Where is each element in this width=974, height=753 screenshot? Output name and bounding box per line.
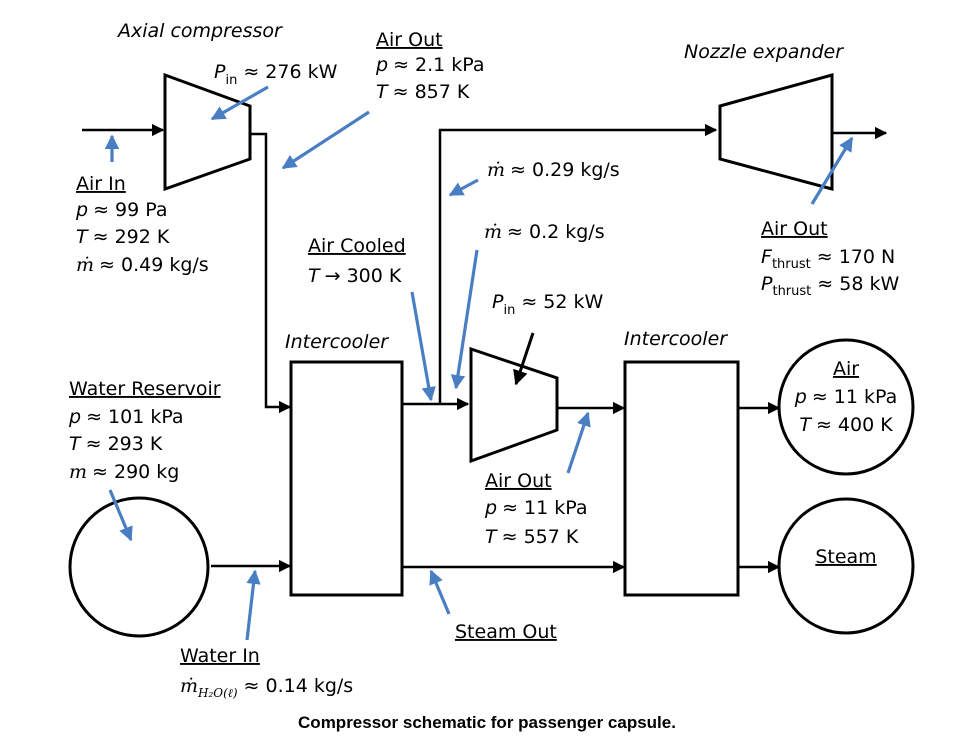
- svg-text:Water Reservoir: Water Reservoir: [69, 378, 221, 400]
- air-tank: [777, 338, 915, 476]
- svg-text:Fthrust≈ 170 N: Fthrust≈ 170 N: [761, 246, 895, 272]
- nozzle-expander-label: Nozzle expander: [684, 41, 844, 63]
- callout-arrow-steam-out: [429, 569, 451, 615]
- air-out-1-callout: Air Out p≈ 2.1 kPa T≈ 857 K: [375, 29, 485, 103]
- callout-arrow-water-in: [245, 569, 261, 641]
- svg-text:p≈ 2.1 kPa: p≈ 2.1 kPa: [375, 54, 485, 76]
- labels: Axial compressor Nozzle expander Pin≈ 27…: [68, 20, 899, 732]
- svg-text:Water In: Water In: [180, 645, 260, 667]
- air-out-nozzle-callout: Air Out Fthrust≈ 170 N Pthrust≈ 58 kW: [761, 218, 899, 299]
- axial-compressor-label: Axial compressor: [116, 20, 283, 42]
- svg-text:Air Cooled: Air Cooled: [308, 235, 406, 257]
- svg-text:Air Out: Air Out: [485, 470, 552, 492]
- svg-text:T≈ 292 K: T≈ 292 K: [76, 226, 170, 248]
- steam-tank: [777, 497, 915, 635]
- svg-text:Air In: Air In: [76, 173, 126, 195]
- intercooler-1-box: [289, 360, 404, 597]
- air-tank-labels: Air p≈ 11 kPa T≈ 400 K: [794, 358, 898, 436]
- svg-text:Pthrust≈ 58 kW: Pthrust≈ 58 kW: [761, 273, 899, 299]
- power-input-arrow-secondary: [513, 332, 535, 386]
- steam-tank-label: Steam: [815, 546, 876, 568]
- svg-text:Air Out: Air Out: [761, 218, 828, 240]
- callout-arrow-mdot-029: [448, 178, 479, 197]
- callout-arrow-water-reservoir: [108, 489, 133, 542]
- svg-text:T≈ 857 K: T≈ 857 K: [376, 81, 470, 103]
- axial-compressor-symbol: [163, 72, 252, 192]
- svg-text:p≈ 11 kPa: p≈ 11 kPa: [794, 386, 898, 408]
- water-in-callout: Water In ṁH₂O(ℓ)≈ 0.14 kg/s: [180, 645, 353, 700]
- svg-text:Air Out: Air Out: [376, 29, 443, 51]
- callout-arrow-p-in-axial: [210, 85, 269, 121]
- steam-out-label: Steam Out: [455, 621, 557, 643]
- svg-text:T→ 300 K: T→ 300 K: [308, 265, 402, 287]
- nozzle-expander-symbol: [718, 73, 834, 191]
- air-cooled-callout: Air Cooled T→ 300 K: [308, 235, 406, 287]
- air-in-callout: Air In p≈ 99 Pa T≈ 292 K ṁ≈ 0.49 kg/s: [75, 173, 209, 276]
- air-out-2-callout: Air Out p≈ 11 kPa T≈ 557 K: [484, 470, 588, 548]
- svg-text:Air: Air: [833, 358, 859, 380]
- secondary-compressor-symbol: [469, 346, 559, 464]
- water-reservoir-callout: Water Reservoir p≈ 101 kPa T≈ 293 K m≈ 2…: [68, 378, 221, 483]
- mdot-029-label: ṁ≈ 0.29 kg/s: [487, 159, 620, 181]
- intercooler-2-box: [623, 360, 740, 597]
- figure-caption: Compressor schematic for passenger capsu…: [298, 713, 676, 732]
- p-in-axial-label: Pin≈ 276 kW: [214, 61, 338, 88]
- p-in-secondary-label: Pin≈ 52 kW: [492, 291, 604, 318]
- mdot-02-label: ṁ≈ 0.2 kg/s: [484, 221, 605, 243]
- svg-text:p≈ 99 Pa: p≈ 99 Pa: [75, 199, 168, 221]
- svg-text:p≈ 11 kPa: p≈ 11 kPa: [484, 497, 588, 519]
- svg-text:T≈ 400 K: T≈ 400 K: [799, 414, 893, 436]
- svg-text:T≈ 293 K: T≈ 293 K: [69, 433, 163, 455]
- svg-text:T≈ 557 K: T≈ 557 K: [485, 526, 579, 548]
- bypass-to-nozzle-line: [438, 123, 718, 404]
- intercooler-2-label: Intercooler: [624, 328, 728, 350]
- callout-arrow-air-out-1: [281, 110, 370, 170]
- water-reservoir-tank: [68, 496, 210, 638]
- callout-arrow-mdot-02: [450, 249, 479, 390]
- svg-text:ṁ≈ 0.49 kg/s: ṁ≈ 0.49 kg/s: [76, 254, 209, 276]
- svg-text:p≈ 101 kPa: p≈ 101 kPa: [68, 406, 184, 428]
- compressor-to-intercooler-line: [250, 132, 292, 414]
- intercooler-1-label: Intercooler: [285, 331, 389, 353]
- svg-text:ṁH₂O(ℓ)≈ 0.14 kg/s: ṁH₂O(ℓ)≈ 0.14 kg/s: [180, 675, 353, 700]
- callout-arrow-air-cooled: [410, 291, 436, 402]
- process-lines: [82, 123, 888, 574]
- callout-arrow-air-out-2: [566, 411, 591, 474]
- callout-arrows: [104, 85, 854, 641]
- components: [68, 72, 915, 638]
- svg-text:m≈ 290 kg: m≈ 290 kg: [69, 461, 179, 483]
- callout-arrow-air-out-nozzle: [810, 136, 854, 205]
